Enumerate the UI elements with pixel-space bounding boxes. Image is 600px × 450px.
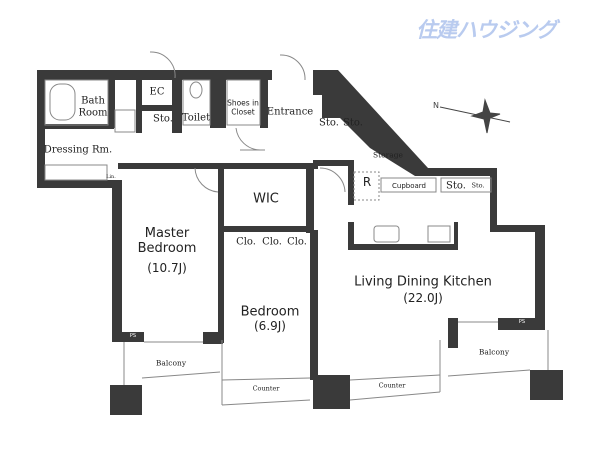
room-master-bedroom-size: (10.7J) bbox=[147, 261, 187, 276]
room-storage: Storage bbox=[373, 150, 403, 160]
room-ldk-size: (22.0J) bbox=[403, 291, 443, 306]
room-ldk: Living Dining Kitchen bbox=[354, 274, 492, 290]
room-entrance: Entrance bbox=[266, 106, 314, 118]
toilet-bowl bbox=[189, 81, 203, 99]
wall-left bbox=[37, 70, 45, 188]
wall-top-left bbox=[37, 70, 272, 80]
wall-master-left bbox=[112, 180, 122, 342]
closet-2: Clo. bbox=[262, 236, 282, 248]
column bbox=[530, 370, 563, 400]
counter-ldk: Counter bbox=[378, 381, 406, 390]
room-storage-entrance-1: Sto. bbox=[319, 117, 339, 129]
closet-3: Clo. bbox=[287, 236, 307, 248]
room-ec: EC bbox=[149, 86, 165, 98]
room-wic: WIC bbox=[253, 191, 279, 207]
room-bedroom: Bedroom bbox=[240, 304, 300, 320]
room-shoes-closet: Shoes in Closet bbox=[227, 98, 259, 116]
counter-bedroom: Counter bbox=[252, 384, 280, 393]
bathtub bbox=[49, 83, 76, 121]
fixtures bbox=[44, 51, 549, 406]
room-storage-kitchen-1: Sto. bbox=[446, 180, 466, 192]
wall-diagonal bbox=[313, 70, 545, 330]
compass-rose: N bbox=[433, 98, 511, 134]
walls bbox=[37, 70, 563, 415]
room-bedroom-size: (6.9J) bbox=[254, 319, 286, 334]
balcony-right: Balcony bbox=[478, 347, 510, 357]
column bbox=[110, 385, 142, 415]
pipe-space-2: PS bbox=[518, 319, 526, 326]
logo: 住建ハウジング bbox=[416, 18, 557, 42]
room-storage-kitchen-2: Sto. bbox=[471, 181, 485, 190]
sink bbox=[373, 225, 400, 243]
pipe-space-1: PS bbox=[129, 333, 137, 340]
closet-1: Clo. bbox=[236, 236, 256, 248]
room-storage-entrance-2: Sto. bbox=[343, 117, 363, 129]
compass-north-label: N bbox=[433, 101, 439, 110]
fridge-label: R bbox=[362, 175, 372, 190]
column bbox=[313, 375, 350, 409]
wall-master-right bbox=[218, 163, 224, 343]
stove bbox=[427, 225, 451, 243]
room-master-bedroom: Master Bedroom bbox=[137, 226, 197, 256]
room-toilet: Toilet bbox=[181, 112, 211, 124]
fridge bbox=[353, 171, 380, 201]
wall-bedroom-right bbox=[310, 230, 318, 380]
room-bath: Bath Room bbox=[78, 95, 108, 119]
room-storage-hall: Sto. bbox=[153, 113, 173, 125]
room-linen: Lin. bbox=[106, 174, 116, 181]
room-cupboard: Cupboard bbox=[392, 181, 426, 190]
balcony-left: Balcony bbox=[155, 358, 187, 368]
room-dressing: Dressing Rm. bbox=[43, 144, 113, 156]
washer bbox=[114, 109, 136, 133]
